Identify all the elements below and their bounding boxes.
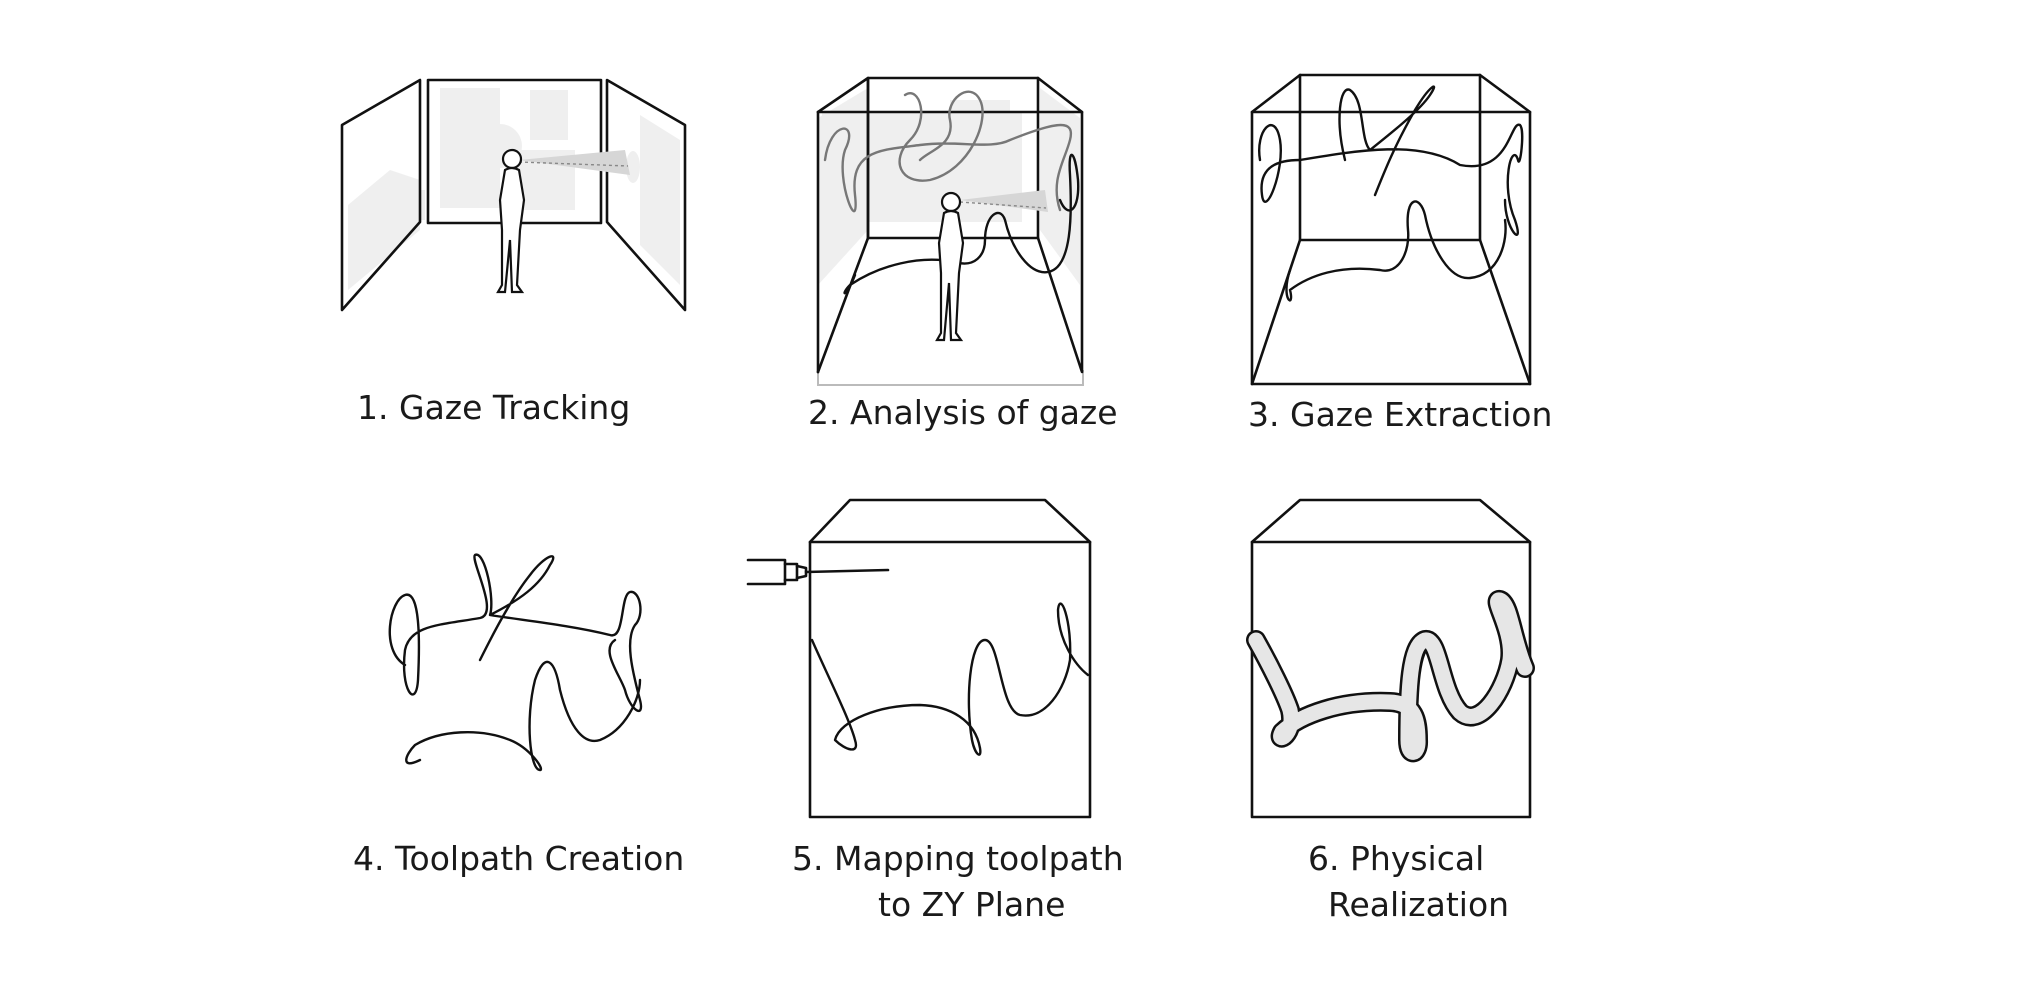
step-5-title-line2: to ZY Plane — [878, 885, 1066, 924]
panel-gaze-extraction — [1250, 73, 1532, 386]
left-wall — [340, 78, 422, 312]
printed-tube — [1246, 590, 1535, 763]
right-wall — [605, 78, 687, 312]
step-2-number: 2. — [808, 393, 840, 432]
step-6-caption: 6. Physical Realization — [1308, 836, 1509, 928]
person-figure-icon — [496, 148, 526, 294]
step-1-caption: 1. Gaze Tracking — [357, 385, 630, 431]
step-6-number: 6. — [1308, 839, 1340, 878]
panel-gaze-tracking — [340, 78, 687, 312]
step-4-title: Toolpath Creation — [395, 839, 685, 878]
extracted-gaze-path — [1258, 85, 1524, 302]
step-4-number: 4. — [353, 839, 385, 878]
step-1-title: Gaze Tracking — [399, 388, 631, 427]
panel-analysis-of-gaze — [816, 76, 1084, 386]
step-5-number: 5. — [792, 839, 824, 878]
extruder-nozzle-icon — [746, 558, 890, 586]
panel-physical-realization — [1246, 498, 1535, 819]
step-4-caption: 4. Toolpath Creation — [353, 836, 684, 882]
gaze-cone-icon — [519, 150, 630, 175]
step-2-caption: 2. Analysis of gaze — [808, 390, 1118, 436]
panel-toolpath-creation — [388, 553, 643, 772]
step-1-number: 1. — [357, 388, 389, 427]
gaze-trace-grey — [823, 90, 1073, 213]
step-6-title-line2: Realization — [1328, 885, 1510, 924]
step-3-number: 3. — [1248, 395, 1280, 434]
step-6-title: Physical — [1350, 839, 1485, 878]
toolpath-curve — [388, 553, 643, 772]
person-figure-icon — [935, 191, 965, 342]
step-3-caption: 3. Gaze Extraction — [1248, 392, 1552, 438]
panel-mapping-toolpath — [746, 498, 1092, 819]
step-3-title: Gaze Extraction — [1290, 395, 1553, 434]
mapped-toolpath — [810, 602, 1090, 756]
gaze-trace-dark — [843, 153, 1080, 295]
step-5-caption: 5. Mapping toolpath to ZY Plane — [792, 836, 1124, 928]
step-2-title: Analysis of gaze — [850, 393, 1118, 432]
step-5-title: Mapping toolpath — [834, 839, 1124, 878]
